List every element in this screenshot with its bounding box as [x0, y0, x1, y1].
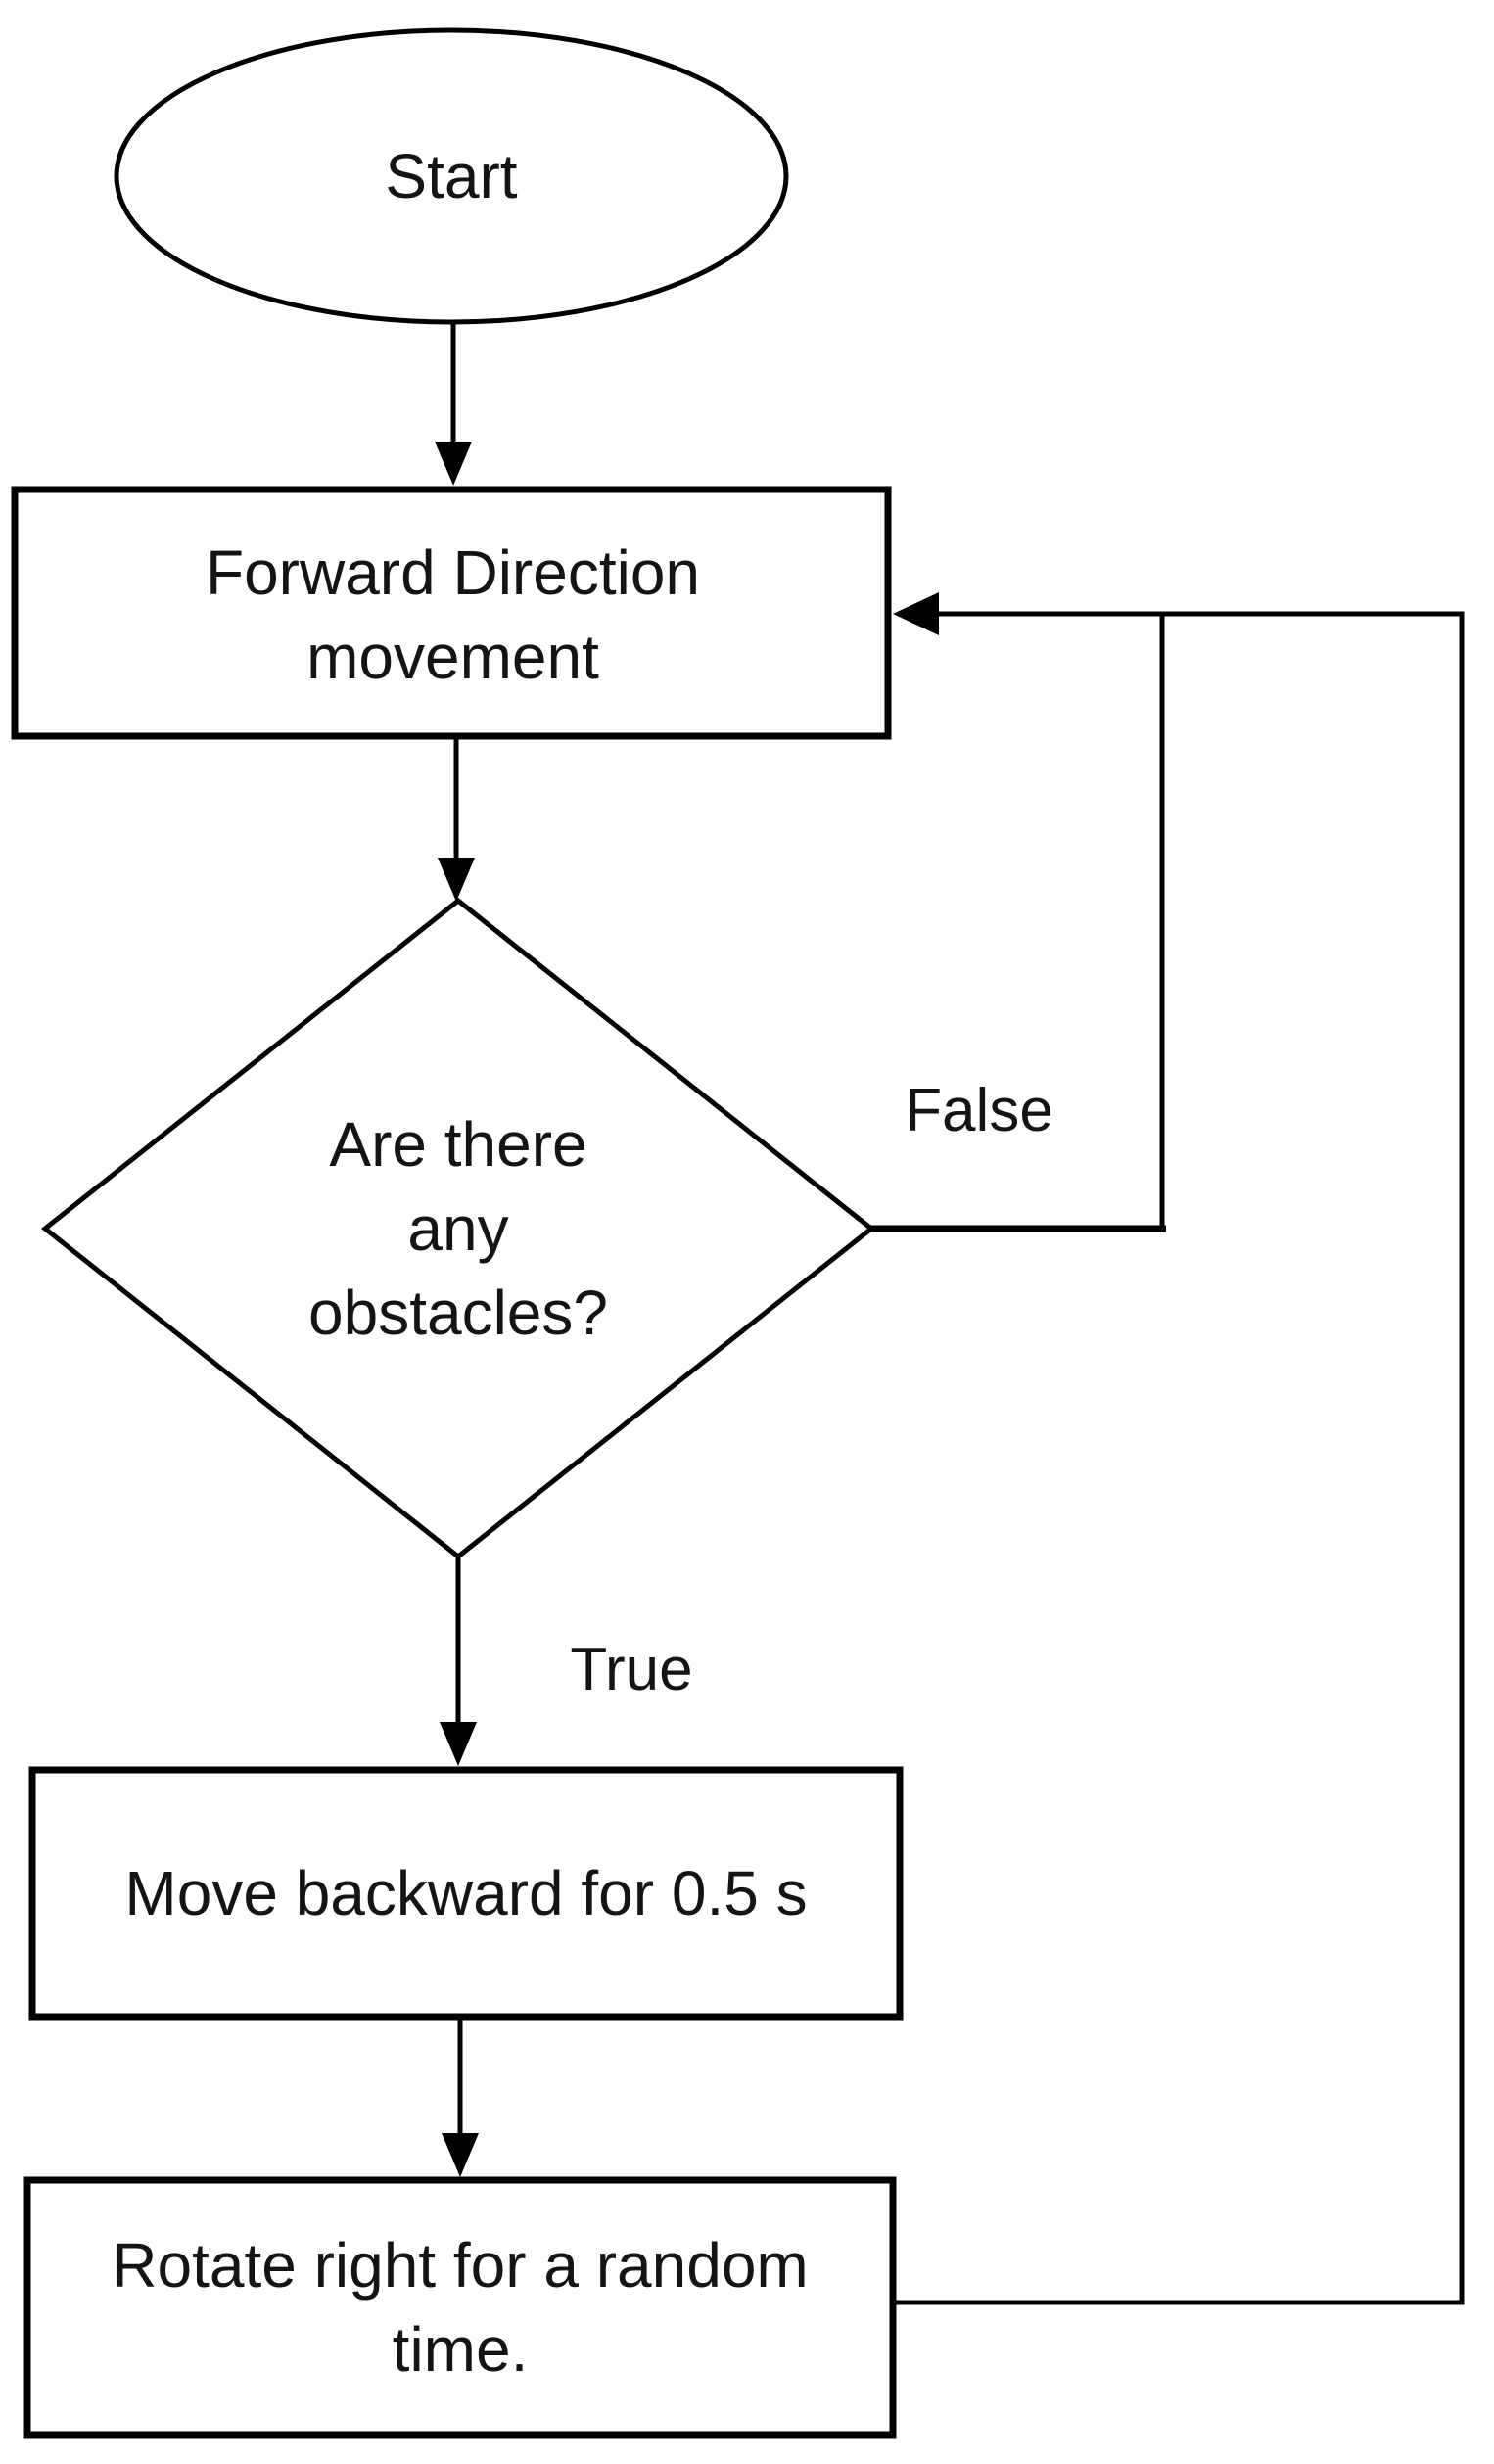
start-terminator-shape: [114, 27, 789, 325]
forward-label-line2: movement: [306, 621, 599, 692]
arrowhead-decision-true: [440, 1722, 477, 1766]
true-edge-label: True: [514, 1633, 749, 1707]
start-label: Start: [117, 31, 786, 321]
rotate-label-line2: time.: [392, 2314, 529, 2385]
false-edge-label: False: [862, 1074, 1097, 1148]
rotate-label-line1: Rotate right for a random: [112, 2230, 809, 2301]
arrowhead-forward-to-decision: [438, 858, 475, 902]
decision-label: Are there any obstacles?: [164, 1090, 752, 1368]
rotate-label: Rotate right for a random time.: [27, 2180, 893, 2435]
backward-label: Move backward for 0.5 s: [32, 1770, 900, 2017]
backward-label-text: Move backward for 0.5 s: [124, 1858, 808, 1929]
backward-process-shape: [28, 1766, 904, 2021]
rotate-process-shape: [23, 2176, 897, 2439]
start-label-text: Start: [385, 141, 518, 211]
arrowhead-return-to-forward: [893, 592, 939, 635]
edge-rotate-to-forward: [896, 611, 1465, 2305]
decision-label-line3: obstacles?: [308, 1278, 608, 1348]
decision-diamond-shape: [40, 897, 876, 1560]
arrowhead-start-to-forward: [435, 442, 472, 486]
true-edge-label-text: True: [570, 1636, 693, 1703]
false-edge-label-text: False: [905, 1077, 1053, 1144]
forward-label-line1: Forward Direction: [205, 536, 701, 608]
arrowhead-backward-to-rotate: [442, 2133, 479, 2177]
forward-process-shape: [11, 486, 892, 740]
forward-label: Forward Direction movement: [18, 492, 888, 736]
decision-label-line2: any: [407, 1193, 509, 1264]
decision-label-line1: Are there: [329, 1109, 587, 1180]
